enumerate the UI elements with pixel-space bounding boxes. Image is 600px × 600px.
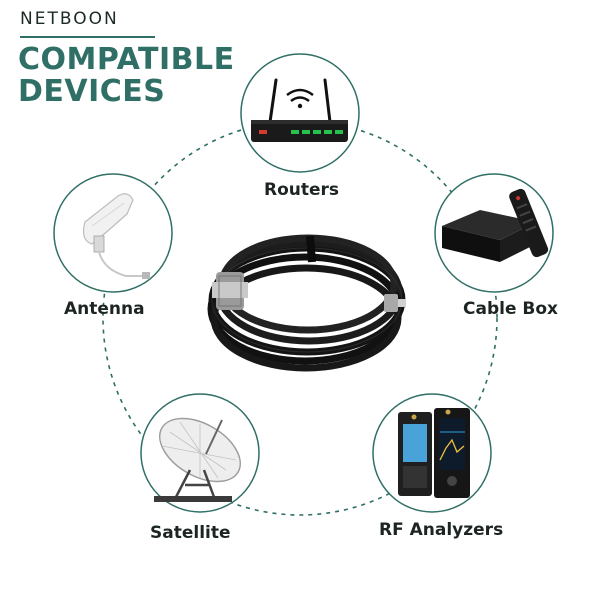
routers-label: Routers: [264, 180, 340, 200]
cable-box-label: Cable Box: [463, 299, 558, 319]
cable-box-icon: [434, 173, 554, 293]
router-icon: [240, 53, 360, 173]
satellite-dish-icon: [140, 393, 260, 513]
rf-analyzers-label: RF Analyzers: [379, 520, 504, 540]
headline-line-2: DEVICES: [18, 74, 166, 109]
brand-name: NETBOON: [20, 9, 119, 29]
headline-line-1: COMPATIBLE: [18, 42, 235, 77]
coaxial-cable-coil-icon: [207, 234, 406, 372]
headline: COMPATIBLE DEVICES: [18, 44, 235, 108]
antenna-label: Antenna: [64, 299, 145, 319]
brand-underline: [20, 36, 155, 38]
rf-analyzer-icon: [372, 393, 492, 513]
satellite-label: Satellite: [150, 523, 231, 543]
antenna-icon: [53, 173, 173, 293]
